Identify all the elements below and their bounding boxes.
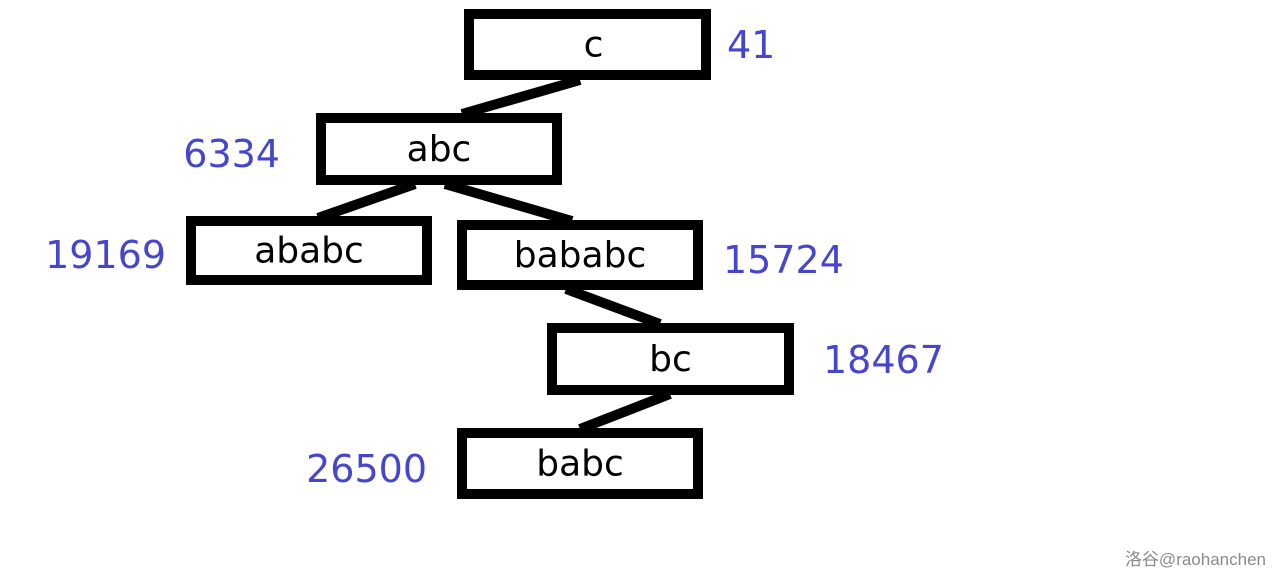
- watermark: 洛谷@raohanchen: [1124, 550, 1266, 569]
- node-value-label: 6334: [183, 132, 280, 176]
- edge-c-to-abc: [460, 75, 582, 119]
- nodes-layer: c 41 abc 6334 ababc 19169 bababc 15724 bc 18467 ba…: [45, 9, 944, 499]
- edge-bababc-to-bc: [564, 284, 662, 329]
- node-bc: bc 18467: [547, 323, 944, 395]
- node-box: [457, 220, 703, 290]
- node-value-label: 26500: [306, 447, 427, 491]
- node-value-label: 19169: [45, 233, 166, 277]
- node-box: [186, 216, 432, 285]
- node-ababc: ababc 19169: [45, 216, 432, 285]
- edge-abc-to-ababc: [316, 179, 417, 223]
- node-label: ababc: [254, 231, 364, 272]
- node-box: [547, 323, 794, 395]
- node-box: [464, 9, 711, 80]
- node-box: [316, 113, 562, 185]
- edges-layer: [316, 75, 672, 434]
- node-value-label: 15724: [723, 238, 844, 282]
- edge-abc-to-bababc: [443, 179, 574, 226]
- node-babc: babc 26500: [306, 428, 703, 499]
- edge-bc-to-babc: [578, 389, 672, 434]
- node-label: c: [584, 25, 604, 66]
- node-abc: abc 6334: [183, 113, 562, 185]
- node-label: abc: [407, 129, 472, 170]
- node-bababc: bababc 15724: [457, 220, 844, 290]
- node-c: c 41: [464, 9, 775, 80]
- node-label: bc: [649, 339, 692, 380]
- node-label: bababc: [514, 235, 646, 276]
- node-label: babc: [536, 444, 624, 485]
- node-value-label: 41: [727, 23, 775, 67]
- node-box: [457, 428, 703, 499]
- node-value-label: 18467: [823, 338, 944, 382]
